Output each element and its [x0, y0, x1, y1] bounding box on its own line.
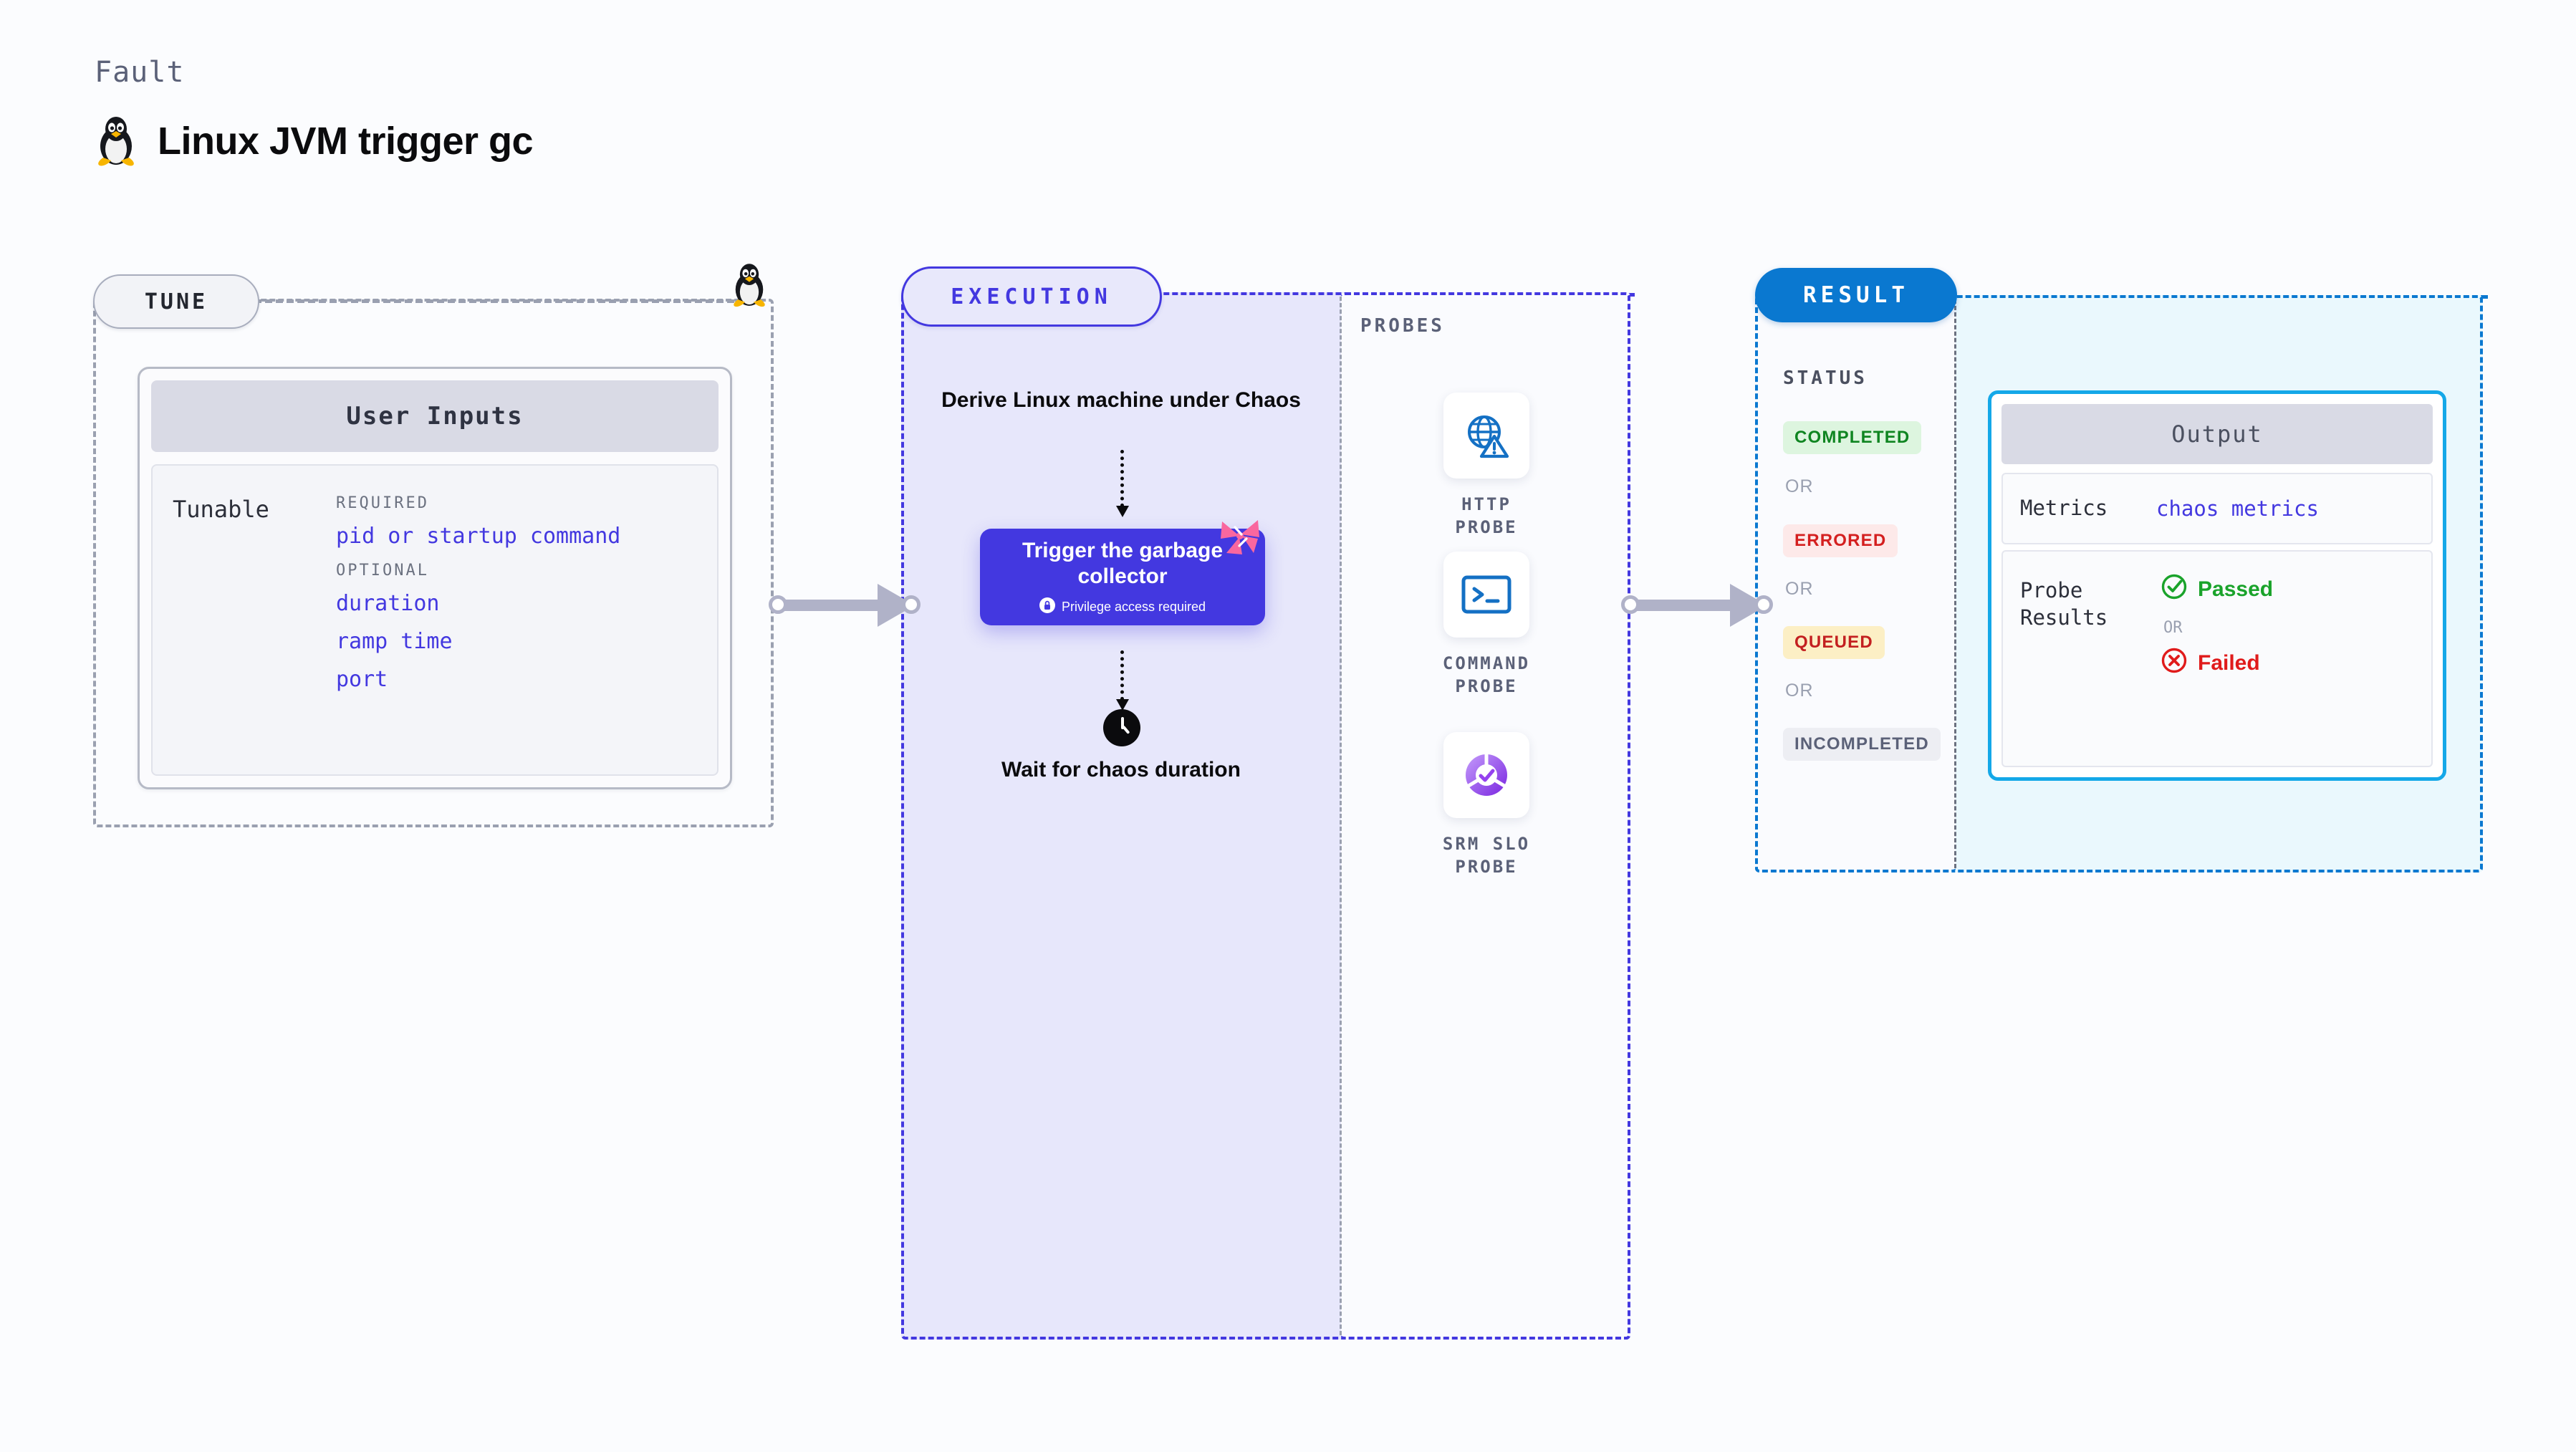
probes-section-title: PROBES: [1360, 315, 1445, 337]
tunable-field-duration[interactable]: duration: [336, 591, 440, 616]
connector-endpoint-right[interactable]: [902, 595, 921, 614]
stage-chip-tune[interactable]: TUNE: [93, 274, 259, 329]
probes-divider: [1340, 297, 1342, 1335]
privilege-note: Privilege access required: [1039, 597, 1206, 617]
tune-dashed-connector: [254, 299, 756, 303]
x-circle-icon: [2161, 647, 2188, 680]
output-metrics-value[interactable]: chaos metrics: [2156, 496, 2319, 521]
flow-arrow-down-icon: [1116, 450, 1129, 517]
user-inputs-card: User Inputs Tunable REQUIRED pid or star…: [138, 367, 732, 789]
probe-verdict-passed: Passed: [2161, 573, 2273, 606]
execution-step-trigger-gc-node[interactable]: Trigger the garbage collector Privilege …: [980, 529, 1265, 625]
probe-verdict-failed: Failed: [2161, 647, 2273, 680]
terminal-prompt-icon: [1443, 552, 1529, 638]
probe-label-http: HTTP PROBE: [1455, 494, 1518, 538]
linux-penguin-icon: [729, 261, 769, 309]
probe-verdict-passed-label: Passed: [2198, 577, 2274, 601]
output-probe-results-values: Passed OR Failed: [2161, 573, 2273, 680]
slo-gauge-check-icon: [1443, 732, 1529, 818]
output-card-header: Output: [2001, 404, 2433, 464]
tunable-row-key: Tunable: [173, 496, 269, 523]
connector-endpoint-left[interactable]: [769, 595, 787, 614]
status-badge-incompleted: INCOMPLETED: [1783, 728, 1941, 761]
probe-label-command: COMMAND PROBE: [1442, 653, 1531, 697]
tunable-field-list: REQUIRED pid or startup command OPTIONAL…: [336, 484, 620, 705]
connector-shaft: [1631, 600, 1739, 611]
execution-step-derive-label: Derive Linux machine under Chaos: [941, 388, 1301, 412]
field-group-label-optional: OPTIONAL: [336, 562, 429, 580]
probe-verdict-or-label: OR: [2163, 619, 2183, 637]
status-output-divider: [1954, 299, 1956, 868]
globe-warning-icon: [1443, 393, 1529, 479]
field-group-label-required: REQUIRED: [336, 494, 429, 512]
connector-endpoint-left[interactable]: [1621, 595, 1640, 614]
tunable-field-ramp-time[interactable]: ramp time: [336, 629, 453, 654]
output-card: Output Metrics chaos metrics Probe Resul…: [1988, 390, 2446, 781]
status-or-label-1: OR: [1785, 476, 1814, 496]
output-probe-results-key: Probe Results: [2020, 578, 2108, 630]
status-or-label-3: OR: [1785, 681, 1814, 701]
clock-icon: [1103, 709, 1140, 746]
flow-arrow-down-icon-2: [1116, 650, 1129, 711]
probe-item-command[interactable]: COMMAND PROBE: [1426, 552, 1547, 698]
privilege-note-label: Privilege access required: [1061, 599, 1206, 614]
probe-item-http[interactable]: HTTP PROBE: [1426, 393, 1547, 539]
linux-penguin-icon: [93, 115, 139, 168]
connector-tune-to-execution: [769, 584, 921, 627]
tunable-field-port[interactable]: port: [336, 667, 388, 692]
execution-step-wait-label: Wait for chaos duration: [1001, 758, 1241, 782]
tunable-field-pid[interactable]: pid or startup command: [336, 524, 621, 549]
tunable-section: Tunable REQUIRED pid or startup command …: [151, 464, 719, 776]
stage-chip-result[interactable]: RESULT: [1755, 268, 1957, 322]
connector-endpoint-right[interactable]: [1754, 595, 1773, 614]
status-badge-completed: COMPLETED: [1783, 421, 1922, 454]
connector-shaft: [779, 600, 886, 611]
output-probe-results-row: Probe Results Passed OR: [2001, 550, 2433, 767]
lock-icon: [1039, 597, 1055, 617]
probe-label-srm-slo: SRM SLO PROBE: [1442, 834, 1531, 878]
page-title-row: Linux JVM trigger gc: [93, 115, 534, 168]
status-badge-queued: QUEUED: [1783, 626, 1885, 659]
connector-execution-to-result: [1621, 584, 1773, 627]
pink-bow-icon: [1218, 517, 1262, 562]
page-title: Linux JVM trigger gc: [158, 120, 534, 163]
page-eyebrow-fault: Fault: [95, 56, 185, 89]
probe-verdict-failed-label: Failed: [2198, 651, 2260, 675]
status-section-title: STATUS: [1783, 367, 1868, 389]
execution-step-trigger-gc-label: Trigger the garbage collector: [1022, 538, 1224, 588]
check-circle-icon: [2161, 573, 2188, 606]
stage-chip-execution[interactable]: EXECUTION: [901, 266, 1162, 327]
user-inputs-header: User Inputs: [151, 380, 719, 452]
status-or-label-2: OR: [1785, 579, 1814, 599]
output-metrics-row: Metrics chaos metrics: [2001, 473, 2433, 544]
output-metrics-key: Metrics: [2020, 496, 2108, 521]
status-badge-errored: ERRORED: [1783, 524, 1898, 557]
probe-item-srm-slo[interactable]: SRM SLO PROBE: [1426, 732, 1547, 879]
